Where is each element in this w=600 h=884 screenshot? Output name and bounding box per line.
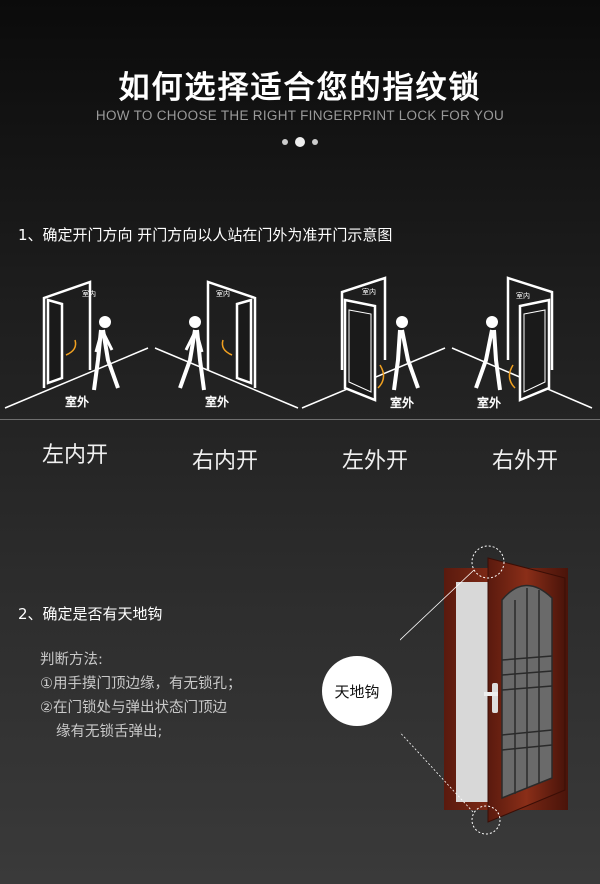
method-item-3: 缘有无锁舌弹出; [56, 724, 163, 740]
indoor-label: 室内 [362, 287, 376, 296]
page-title: 如何选择适合您的指纹锁 [118, 70, 482, 106]
outdoor-label: 室外 [205, 394, 229, 409]
outdoor-label: 室外 [477, 395, 501, 410]
method-item-1: ①用手摸门顶边缘，有无锁孔； [40, 676, 242, 692]
dot-icon [312, 139, 318, 145]
section1-heading: 1、确定开门方向 开门方向以人站在门外为准开门示意图 [18, 226, 393, 244]
sky-earth-hook-badge: 天地钩 [322, 656, 392, 726]
door-label-right-inward: 右内开 [191, 449, 258, 474]
door-label-left-inward: 左内开 [41, 443, 108, 468]
section2-heading: 2、确定是否有天地钩 [18, 605, 163, 623]
dot-icon [295, 137, 305, 147]
door-left-inward [42, 280, 120, 391]
door-right-inward [178, 280, 257, 391]
indoor-label: 室内 [82, 289, 96, 298]
door-label-right-outward: 右外开 [491, 449, 558, 474]
outdoor-label: 室外 [65, 394, 89, 409]
door-right-outward [474, 276, 554, 402]
method-item-2: ②在门锁处与弹出状态门顶边 [40, 700, 227, 716]
decorative-dots [0, 137, 600, 147]
door-left-outward [340, 276, 420, 402]
indoor-label: 室内 [516, 291, 530, 300]
outdoor-label: 室外 [390, 395, 414, 410]
method-title: 判断方法: [40, 652, 103, 668]
door-direction-diagrams: 室内 室外 室内 室外 室内 室外 室内 室外 [0, 276, 600, 420]
indoor-label: 室内 [216, 289, 230, 298]
door-label-left-outward: 左外开 [341, 449, 408, 474]
judge-method: 判断方法: ①用手摸门顶边缘，有无锁孔； ②在门锁处与弹出状态门顶边 缘有无锁舌… [40, 648, 242, 744]
page-subtitle: HOW TO CHOOSE THE RIGHT FINGERPRINT LOCK… [95, 108, 505, 123]
dot-icon [282, 139, 288, 145]
security-door-illustration [400, 545, 568, 835]
